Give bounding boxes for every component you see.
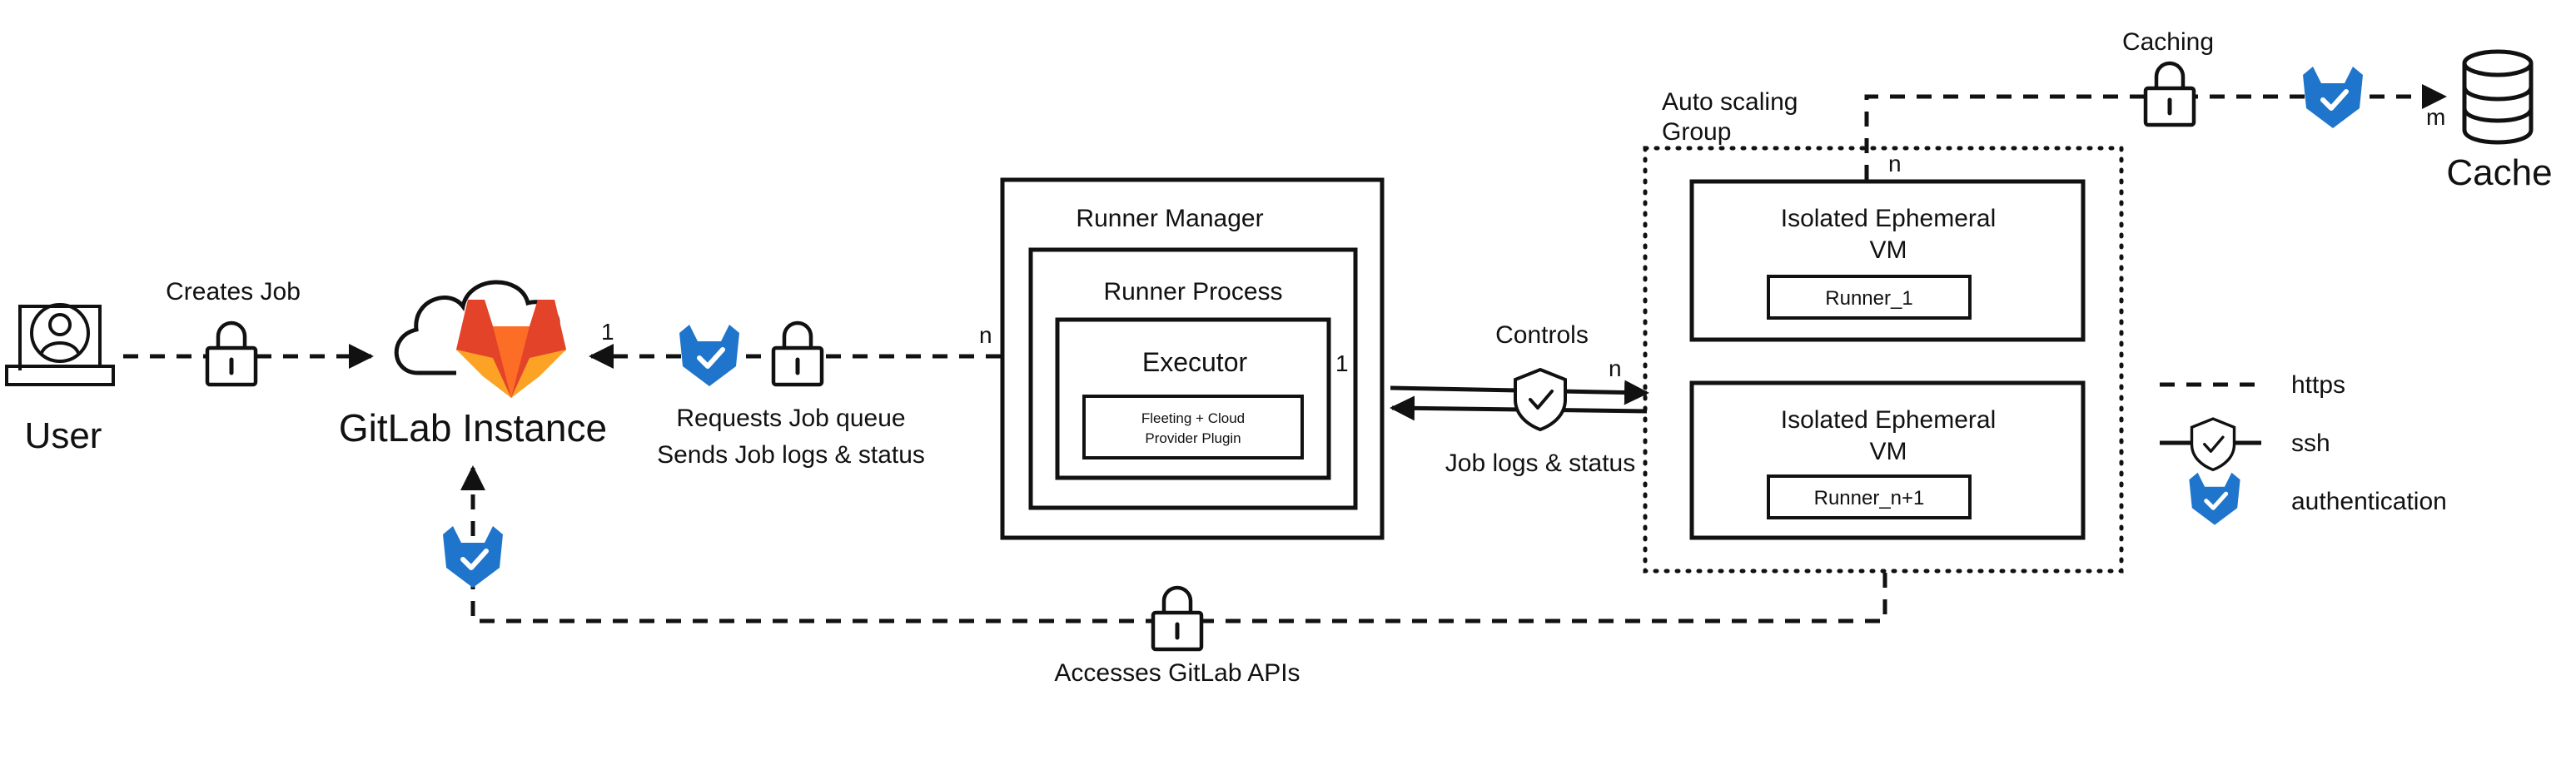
plugin-label-line2: Provider Plugin — [1145, 430, 1241, 446]
https-line-cache — [1864, 84, 2447, 180]
multiplicity-manager: n — [979, 322, 992, 348]
shield-check-icon — [1514, 368, 1567, 431]
multiplicity-gitlab: 1 — [601, 319, 614, 345]
requests-queue-label: Requests Job queue — [676, 405, 905, 432]
cache-label: Cache — [2446, 152, 2552, 193]
user-laptop-icon — [5, 303, 115, 386]
lock-icon — [2146, 63, 2194, 125]
job-logs-label: Job logs & status — [1445, 450, 1635, 477]
multiplicity-vm-cache: n — [1888, 151, 1902, 176]
multiplicity-executor: 1 — [1335, 350, 1349, 376]
legend-ssh-label: ssh — [2291, 430, 2330, 457]
lock-icon — [773, 323, 822, 385]
plugin-label-line1: Fleeting + Cloud — [1141, 410, 1245, 426]
auto-scaling-group-box — [1643, 146, 2124, 574]
caching-label: Caching — [2122, 28, 2214, 56]
runner-1-label: Runner_1 — [1825, 287, 1912, 310]
runner-n1-label: Runner_n+1 — [1814, 487, 1925, 509]
plugin-box — [1082, 395, 1304, 459]
asg-title-line1: Auto scaling — [1662, 88, 1798, 116]
accesses-apis-label: Accesses GitLab APIs — [1054, 659, 1300, 687]
runner-n1-box — [1767, 474, 1972, 519]
legend-https-label: https — [2291, 371, 2345, 399]
database-icon — [2462, 49, 2534, 145]
asg-title-line2: Group — [1662, 118, 1731, 146]
multiplicity-cache: m — [2426, 104, 2445, 130]
lock-icon — [207, 323, 256, 385]
gitlab-instance-label: GitLab Instance — [339, 406, 607, 450]
executor-title: Executor — [1142, 347, 1248, 377]
vm1-label-line1: Isolated Ephemeral — [1781, 205, 1997, 232]
auth-badge-icon — [679, 325, 739, 386]
runner-process-title: Runner Process — [1103, 278, 1282, 306]
runner-manager-title: Runner Manager — [1076, 205, 1263, 232]
auth-badge-icon — [2303, 67, 2363, 128]
vm2-label-line1: Isolated Ephemeral — [1781, 406, 1997, 434]
multiplicity-asg: n — [1609, 355, 1622, 381]
lock-icon — [1153, 588, 1201, 649]
controls-label: Controls — [1495, 321, 1589, 349]
legend-auth-label: authentication — [2291, 488, 2447, 515]
user-label: User — [25, 415, 102, 456]
vm1-label-line2: VM — [1870, 236, 1907, 264]
gitlab-tanuki-icon — [456, 300, 566, 398]
creates-job-label: Creates Job — [166, 278, 301, 306]
runner-1-box — [1767, 275, 1972, 320]
sends-logs-label: Sends Job logs & status — [657, 441, 925, 469]
auth-badge-icon — [2189, 473, 2240, 525]
shield-check-icon — [2190, 417, 2236, 471]
vm2-label-line2: VM — [1870, 438, 1907, 465]
